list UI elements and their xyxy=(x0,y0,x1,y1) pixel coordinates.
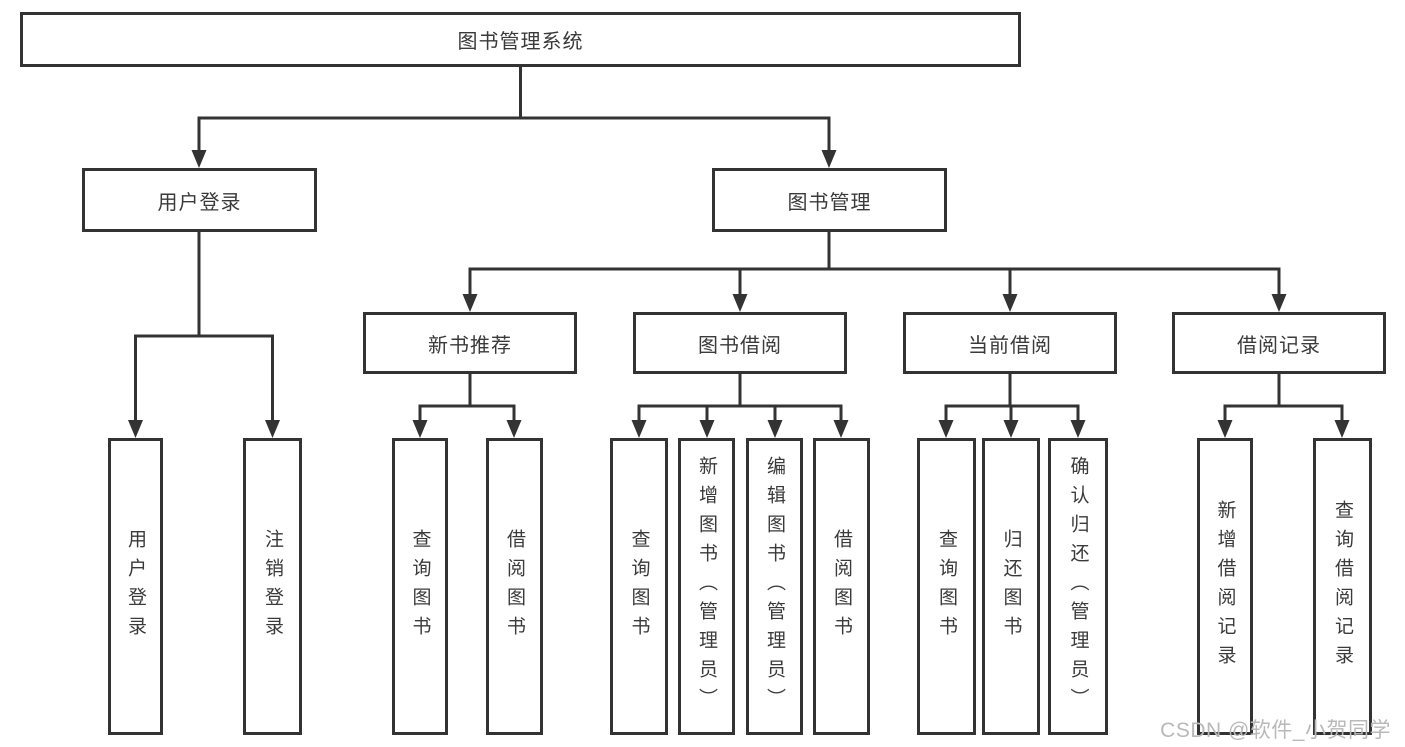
node-label: 借阅图书 xyxy=(831,528,852,645)
wire-borrowing-records-group xyxy=(1223,373,1344,421)
leaf-logout: 注销登录 xyxy=(243,438,302,735)
node-label: 查询图书 xyxy=(628,528,650,645)
leaf-return-books: 归还图书 xyxy=(982,438,1040,735)
wire-root-to-level2 xyxy=(197,67,831,151)
leaf-borrow-books-recommend: 借阅图书 xyxy=(486,438,543,735)
node-label: 用户登录 xyxy=(125,528,146,645)
node-label: 图书管理 xyxy=(787,191,872,214)
node-label: 当前借阅 xyxy=(968,334,1052,357)
node-label: 编辑图书（管理员） xyxy=(764,456,785,717)
node-current-borrowing: 当前借阅 xyxy=(903,312,1117,374)
node-book-borrowing: 图书借阅 xyxy=(633,312,847,374)
leaf-borrow-books: 借阅图书 xyxy=(813,438,870,735)
node-label: 借阅记录 xyxy=(1237,334,1321,357)
node-label: 查询图书 xyxy=(936,528,957,645)
wire-book-management-to-level3 xyxy=(468,232,1281,295)
node-new-book-recommend: 新书推荐 xyxy=(363,312,577,374)
node-user-login: 用户登录 xyxy=(82,168,317,232)
node-label: 新书推荐 xyxy=(428,334,512,357)
node-root-system: 图书管理系统 xyxy=(20,12,1021,67)
arrowheads xyxy=(128,150,1350,438)
node-label: 确认归还（管理员） xyxy=(1067,456,1089,717)
leaf-query-books-borrowing: 查询图书 xyxy=(610,438,668,735)
node-label: 查询图书 xyxy=(409,528,431,645)
node-label: 图书管理系统 xyxy=(457,31,584,53)
node-label: 用户登录 xyxy=(157,191,242,214)
wire-current-borrowing-group xyxy=(944,373,1080,421)
node-label: 查询借阅记录 xyxy=(1332,499,1353,674)
node-label: 新增借阅记录 xyxy=(1214,499,1236,674)
wire-new-book-group xyxy=(418,373,516,421)
node-label: 注销登录 xyxy=(262,528,283,645)
node-borrowing-records: 借阅记录 xyxy=(1172,312,1386,374)
csdn-watermark: CSDN @软件_小贺同学 xyxy=(1160,719,1391,742)
leaf-query-books-current: 查询图书 xyxy=(917,438,976,735)
node-label: 新增图书（管理员） xyxy=(696,456,717,717)
node-label: 图书借阅 xyxy=(698,334,782,357)
leaf-add-book-admin: 新增图书（管理员） xyxy=(678,438,735,735)
leaf-user-login: 用户登录 xyxy=(108,438,163,735)
leaf-edit-book-admin: 编辑图书（管理员） xyxy=(746,438,803,735)
leaf-query-borrow-record: 查询借阅记录 xyxy=(1313,438,1372,735)
node-book-management: 图书管理 xyxy=(712,168,947,232)
leaf-query-books-recommend: 查询图书 xyxy=(392,438,448,735)
node-label: 借阅图书 xyxy=(504,528,525,645)
wire-user-login-group xyxy=(134,232,274,421)
leaf-add-borrow-record: 新增借阅记录 xyxy=(1197,438,1253,735)
node-label: 归还图书 xyxy=(1000,528,1022,645)
wire-book-borrowing-group xyxy=(637,373,843,421)
leaf-confirm-return-admin: 确认归还（管理员） xyxy=(1048,438,1108,735)
